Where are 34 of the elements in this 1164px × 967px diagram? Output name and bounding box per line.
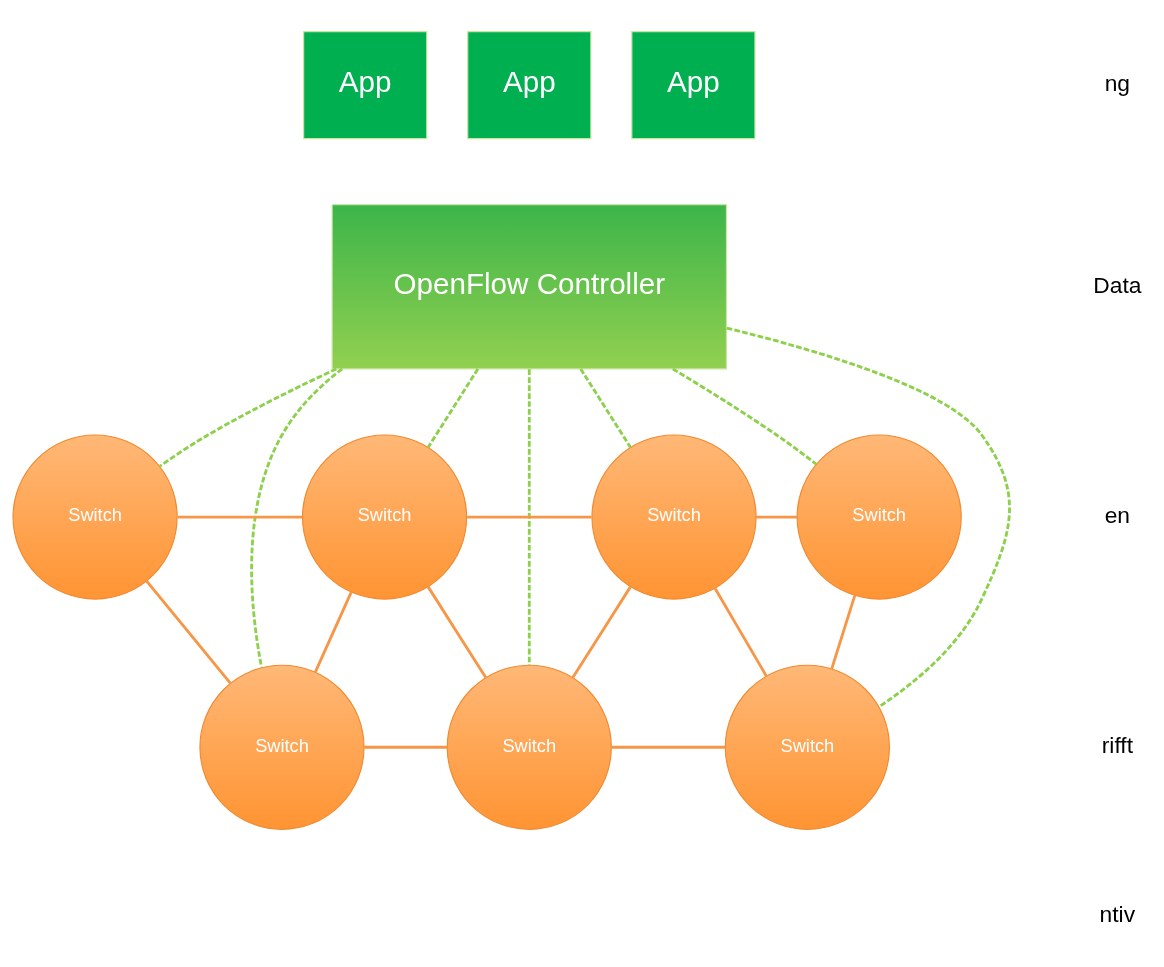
connector <box>672 367 817 465</box>
connector <box>426 367 480 448</box>
node-circle: Switch <box>724 664 890 830</box>
node-circle: Switch <box>446 664 612 830</box>
connector <box>467 515 592 518</box>
label: en <box>1104 501 1131 528</box>
node-box: App <box>631 30 756 139</box>
connector <box>571 585 632 678</box>
connector <box>426 585 487 678</box>
connector <box>159 367 337 467</box>
connector <box>177 515 303 518</box>
label: rifft <box>1101 731 1133 758</box>
node-circle: Switch <box>591 433 757 600</box>
label: ntiv <box>1099 900 1136 927</box>
connector <box>314 591 353 673</box>
connector <box>713 587 768 677</box>
connector <box>579 367 632 448</box>
connector <box>756 515 797 518</box>
node-box: App <box>467 30 592 139</box>
node-circle: Switch <box>12 433 178 600</box>
connector <box>726 326 1011 708</box>
connector <box>527 368 531 665</box>
connector <box>145 579 232 684</box>
connector <box>250 367 343 668</box>
connector <box>611 745 726 749</box>
label: Data <box>1093 271 1142 298</box>
node-circle: Switch <box>796 433 962 600</box>
node-box: App <box>303 30 428 139</box>
node-circle: Switch <box>199 664 365 830</box>
connector <box>364 745 447 749</box>
connector <box>830 594 857 669</box>
node-circle: Switch <box>301 433 468 600</box>
node-box: OpenFlow Controller <box>331 203 728 369</box>
label: ng <box>1104 69 1131 96</box>
